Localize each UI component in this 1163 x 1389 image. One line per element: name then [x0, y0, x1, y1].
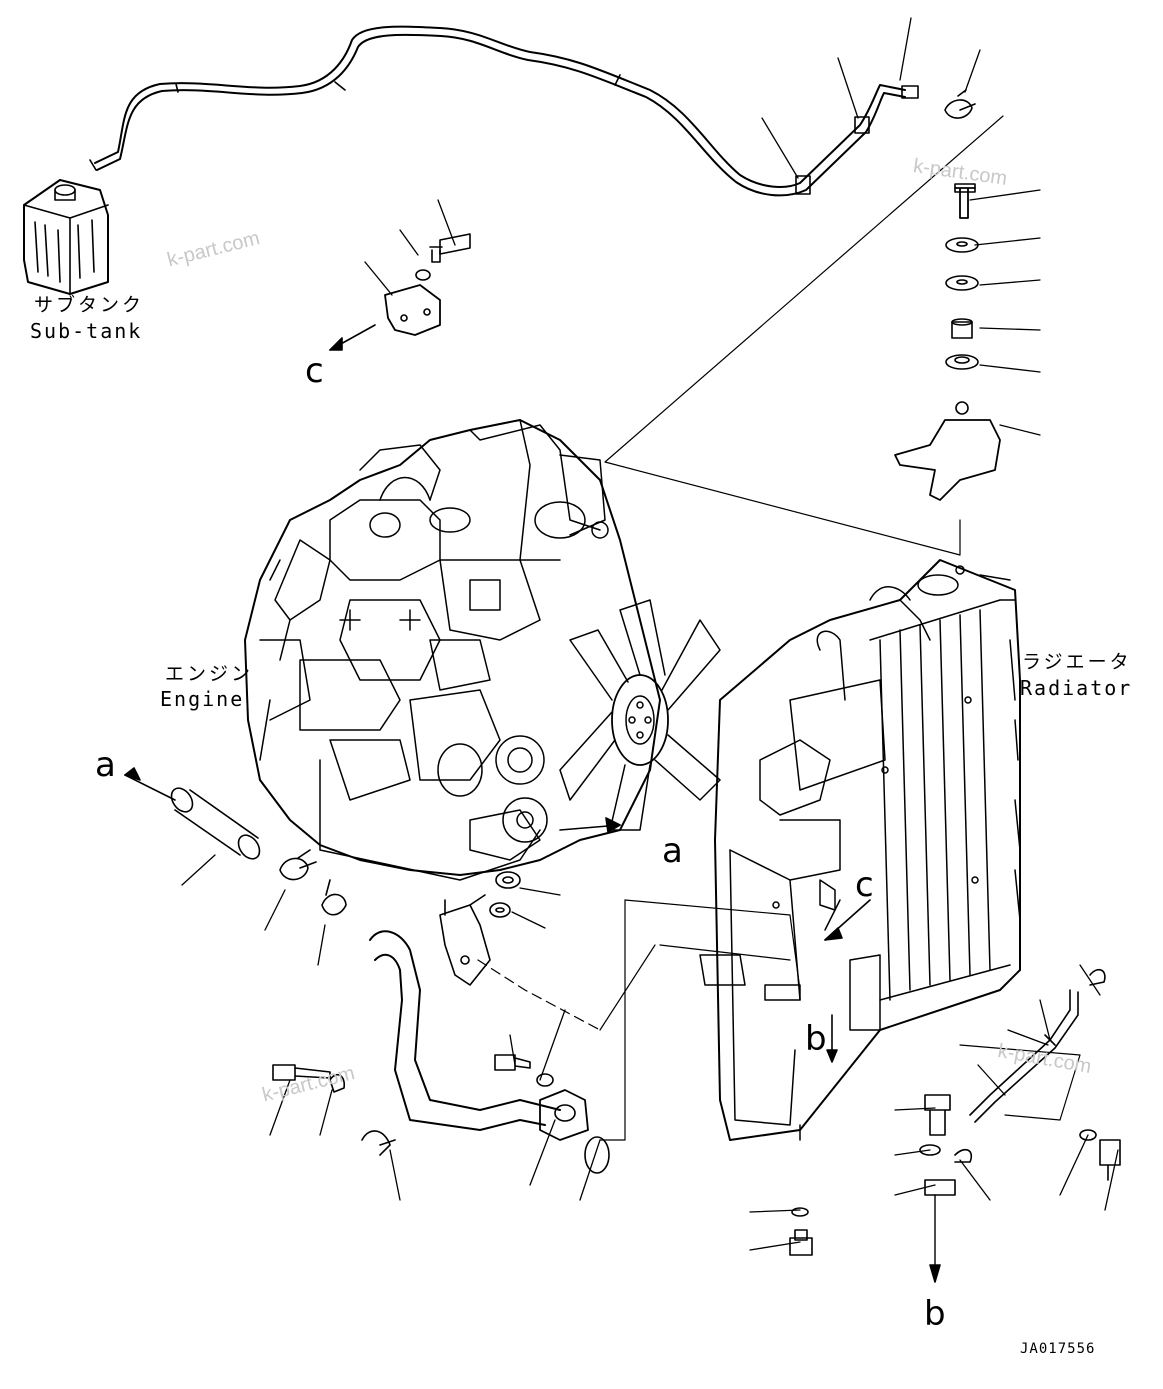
water-pipe	[272, 871, 610, 1174]
engine-illustration	[244, 419, 661, 881]
engine-label-en: Engine	[160, 687, 245, 711]
ref-a-left: a	[95, 745, 116, 785]
fastener-stack	[894, 89, 1001, 501]
sub-tank-illustration	[23, 179, 109, 295]
leader-lines	[181, 17, 1119, 1251]
hose-and-clamps	[124, 767, 621, 916]
engine-label-jp: エンジン	[165, 663, 254, 685]
radiator-illustration	[699, 559, 1021, 1141]
radiator-label-en: Radiator	[1020, 676, 1133, 700]
subtank-label-jp: サブタンク	[34, 294, 145, 316]
drain-parts	[789, 968, 1121, 1283]
overflow-hose	[89, 25, 919, 197]
ref-c-top: c	[305, 351, 324, 391]
ref-b-mid: b	[805, 1019, 827, 1059]
connector-lines	[477, 115, 1081, 1141]
ref-c-mid: c	[855, 865, 874, 905]
ref-a-right: a	[662, 831, 683, 871]
ref-arrows	[824, 899, 871, 1063]
subtank-label-en: Sub-tank	[30, 319, 143, 343]
ref-b-bottom: b	[924, 1294, 946, 1334]
drawing-code: JA017556	[1020, 1341, 1096, 1357]
fan-illustration	[559, 599, 721, 831]
radiator-label-jp: ラジエータ	[1022, 651, 1132, 673]
bracket-c	[329, 233, 471, 351]
